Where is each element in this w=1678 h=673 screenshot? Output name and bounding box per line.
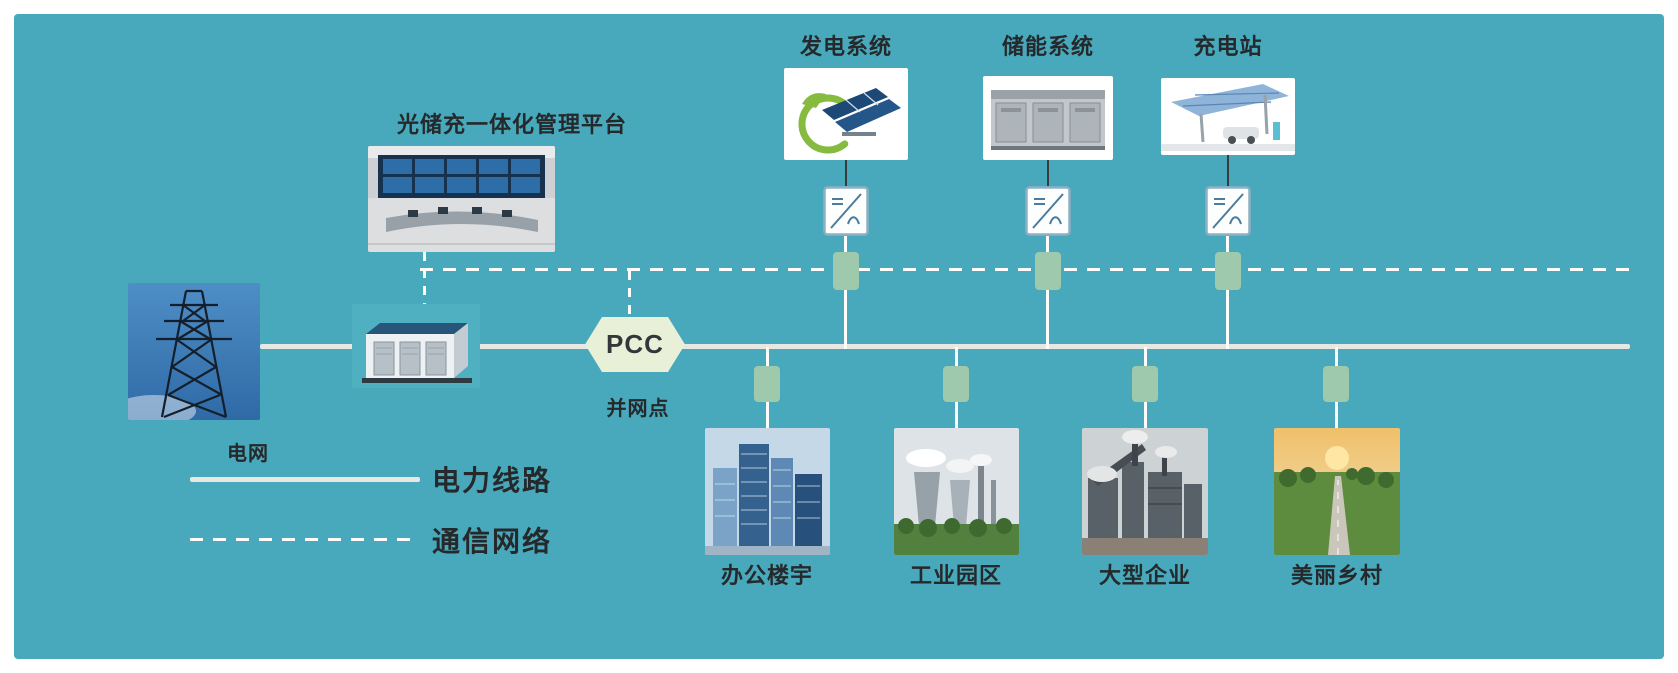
beautiful-village-photo (1274, 428, 1400, 555)
coupling-block (1035, 252, 1061, 290)
power-bus-line (260, 344, 1630, 349)
coupling-block (833, 252, 859, 290)
pcc-point-label: 并网点 (606, 398, 670, 420)
legend-comm-network-label: 通信网络 (432, 526, 553, 557)
inverter-icon (1025, 186, 1071, 236)
storage-system-photo (983, 76, 1113, 160)
office-building-label: 办公楼宇 (720, 563, 813, 588)
coupling-block (943, 366, 969, 402)
generation-system-photo (784, 68, 908, 160)
transformer-substation-photo (352, 304, 480, 388)
charging-to-inverter-line (1227, 155, 1229, 186)
generation-to-inverter-line (845, 160, 847, 186)
legend-comm-line-sample (190, 538, 420, 541)
pcc-comm-drop-line (628, 271, 631, 317)
beautiful-village-label: 美丽乡村 (1290, 563, 1383, 588)
generation-system-label: 发电系统 (799, 34, 892, 59)
platform-label: 光储充一体化管理平台 (396, 112, 627, 137)
large-enterprise-label: 大型企业 (1098, 563, 1191, 588)
comm-network-bus-line (420, 268, 1630, 271)
generation-drop-line (844, 236, 847, 349)
charging-drop-line (1226, 236, 1229, 349)
storage-to-inverter-line (1047, 160, 1049, 186)
grid-tower-photo (128, 283, 260, 420)
storage-drop-line (1046, 236, 1049, 349)
coupling-block (1323, 366, 1349, 402)
coupling-block (1132, 366, 1158, 402)
coupling-block (1215, 252, 1241, 290)
coupling-block (754, 366, 780, 402)
platform-comm-drop-line (423, 252, 426, 304)
pcc-label: PCC (606, 329, 664, 359)
inverter-icon (1205, 186, 1251, 236)
legend-power-line-label: 电力线路 (432, 465, 553, 496)
pcc-badge: PCC (585, 317, 685, 372)
charging-station-photo (1161, 78, 1295, 155)
office-building-photo (705, 428, 830, 555)
storage-system-label: 储能系统 (1001, 34, 1094, 59)
charging-station-label: 充电站 (1193, 34, 1263, 59)
industrial-park-photo (894, 428, 1019, 555)
legend-power-line-sample (190, 477, 420, 482)
industrial-park-label: 工业园区 (909, 563, 1002, 588)
large-enterprise-photo (1082, 428, 1208, 555)
management-platform-photo (368, 146, 555, 252)
inverter-icon (823, 186, 869, 236)
grid-label: 电网 (227, 443, 269, 465)
